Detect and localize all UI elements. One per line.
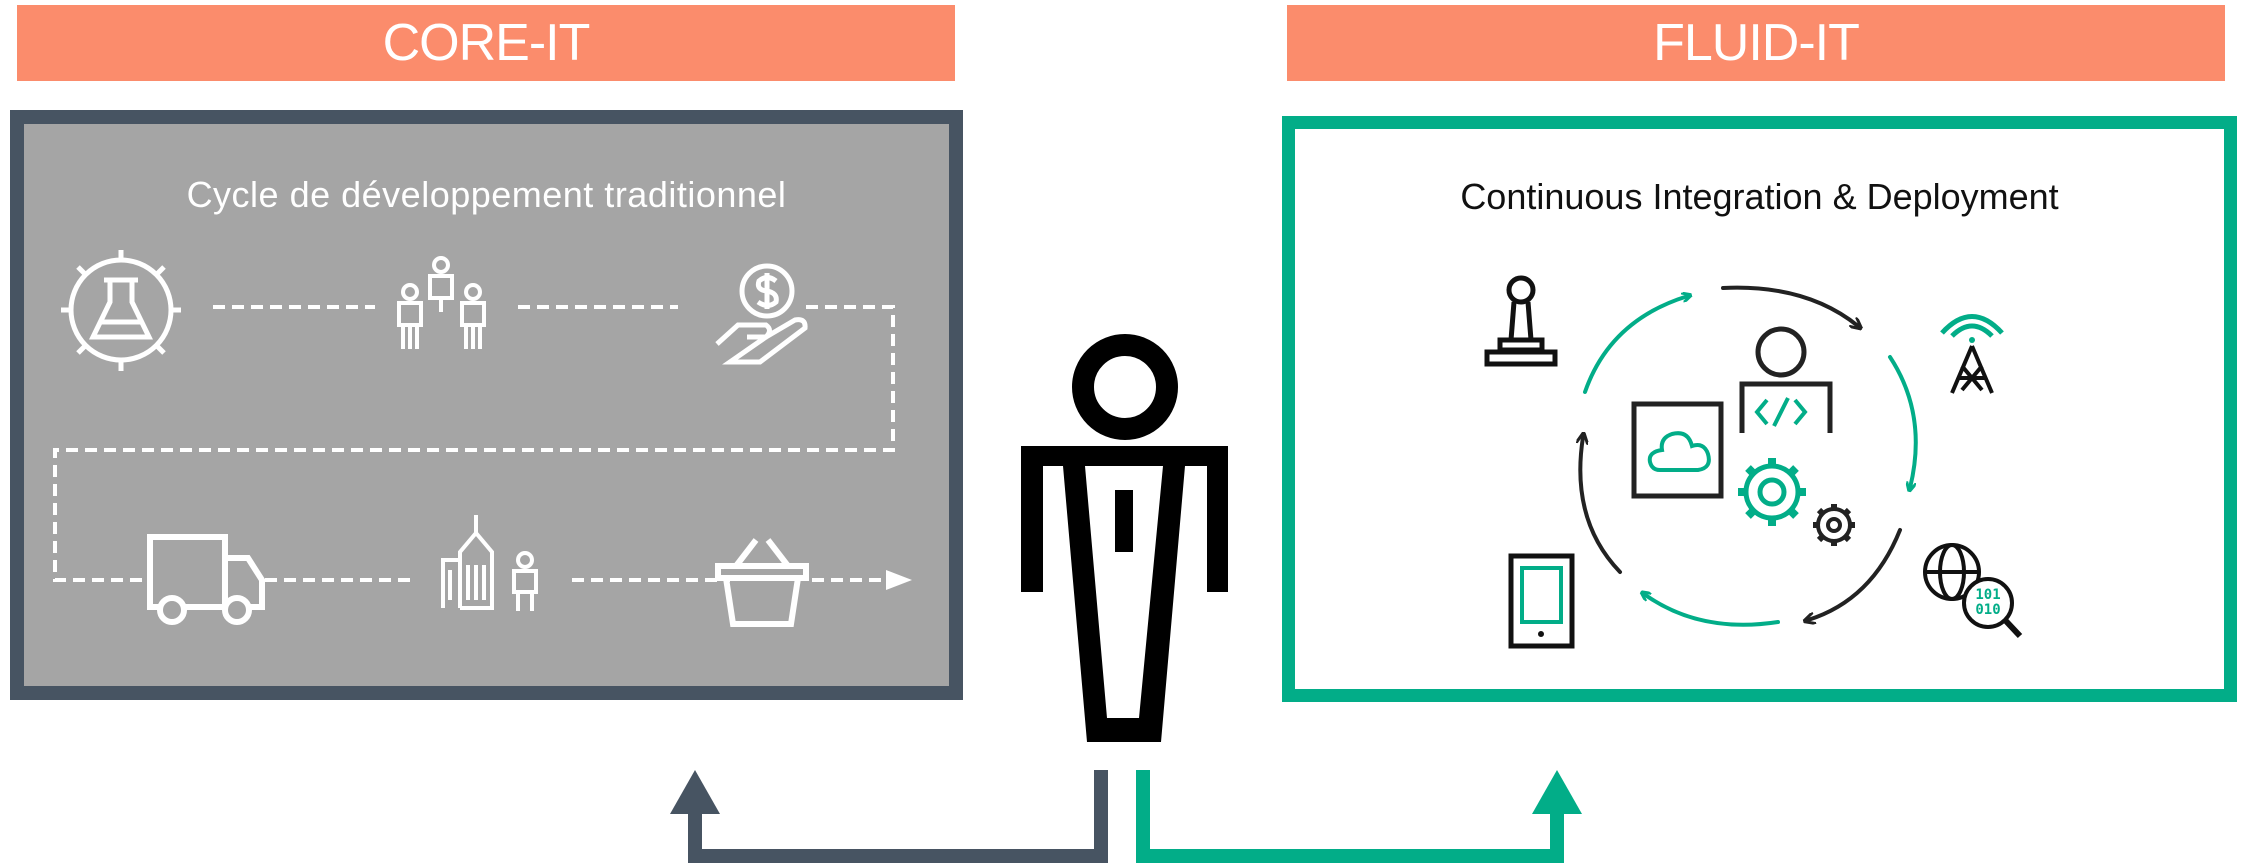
cycle-arrow-bottom — [1644, 594, 1780, 627]
joystick-icon — [1484, 275, 1558, 367]
fluid-it-banner: FLUID-IT — [1287, 5, 2225, 81]
city-person-icon — [441, 515, 538, 611]
cycle-arrow-top-right — [1721, 285, 1858, 326]
cycle-arrow-bottom-right — [1808, 528, 1902, 620]
cloud-icon — [1631, 401, 1724, 499]
svg-text:101: 101 — [1975, 587, 2000, 603]
core-arrow-head-icon — [670, 770, 720, 814]
fluid-arrow-head-icon — [1532, 770, 1582, 814]
shopping-basket-icon — [715, 538, 809, 627]
cycle-arrow-right — [1888, 355, 1918, 488]
process-end-arrow-icon — [886, 570, 912, 590]
tablet-icon — [1508, 553, 1575, 649]
core-it-banner: CORE-IT — [17, 5, 955, 81]
core-arrow — [688, 770, 1108, 863]
core-it-label: CORE-IT — [382, 14, 591, 72]
process-flow-line — [53, 305, 895, 582]
radio-tower-icon — [1940, 314, 2004, 394]
fluid-arrow — [1136, 770, 1564, 863]
svg-text:010: 010 — [1975, 602, 2000, 618]
globe-binary-search-icon: 101 010 — [1923, 543, 2023, 639]
lab-flask-gear-icon — [61, 250, 181, 371]
dollar-hand-icon — [715, 263, 808, 365]
business-person-icon — [1021, 334, 1228, 742]
cycle-arrow-top-left — [1583, 296, 1688, 394]
cycle-arrow-left — [1580, 437, 1622, 574]
delivery-truck-icon — [147, 534, 265, 625]
fluid-panel-title: Continuous Integration & Deployment — [1460, 176, 2059, 217]
developer-code-icon — [1739, 326, 1833, 433]
gear-icon — [1738, 458, 1806, 526]
fluid-it-label: FLUID-IT — [1653, 14, 1860, 72]
team-people-icon — [397, 256, 486, 349]
core-panel-title: Cycle de développement traditionnel — [186, 174, 787, 215]
small-gear-icon — [1813, 504, 1855, 546]
